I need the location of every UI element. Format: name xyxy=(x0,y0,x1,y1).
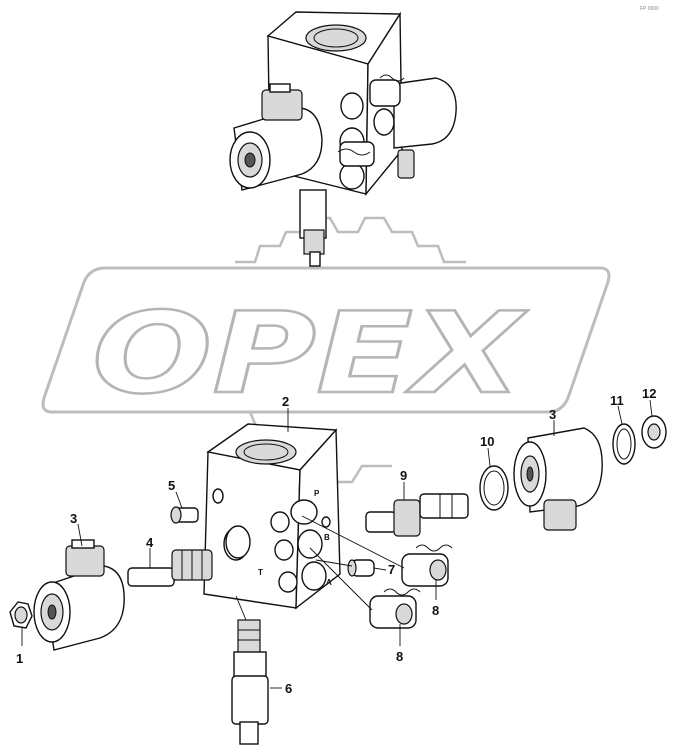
o-ring-10 xyxy=(479,465,509,511)
right-solenoid-coil xyxy=(513,427,603,531)
callout-10: 10 xyxy=(480,434,494,449)
callout-3-left: 3 xyxy=(70,511,77,526)
nut-part-12 xyxy=(641,415,667,449)
port-marker-p: P xyxy=(314,489,320,498)
left-solenoid-coil xyxy=(33,539,125,651)
bottom-cartridge xyxy=(231,619,269,745)
callout-5: 5 xyxy=(168,478,175,493)
callout-4: 4 xyxy=(146,535,154,550)
port-marker-a: A xyxy=(326,578,332,587)
callout-6: 6 xyxy=(285,681,292,696)
leader-lines xyxy=(21,399,653,689)
callout-numbers: 1 2 3 3 4 5 6 7 8 8 9 10 11 12 xyxy=(16,386,656,696)
watermark-frame xyxy=(41,266,611,414)
right-coil-connector xyxy=(543,499,577,531)
block-side-face xyxy=(295,428,341,610)
callout-7: 7 xyxy=(388,562,395,577)
cartridge-valve-upper xyxy=(401,544,453,587)
callout-8-lower: 8 xyxy=(396,649,403,664)
callout-1: 1 xyxy=(16,651,23,666)
plug-part xyxy=(170,506,199,524)
top-coil-connector xyxy=(261,89,303,121)
left-coil-connector xyxy=(65,545,105,577)
watermark-text: OPEX xyxy=(92,289,528,419)
callout-11: 11 xyxy=(610,393,624,408)
valve-body-block: P B A T xyxy=(203,423,341,610)
callout-8-upper: 8 xyxy=(432,603,439,618)
port-marker-b: B xyxy=(324,533,330,542)
watermark-gear-outline xyxy=(235,216,466,264)
corner-code: FP 0000 xyxy=(640,6,659,12)
right-solenoid-tube xyxy=(365,493,469,537)
cap-part xyxy=(347,559,375,577)
top-right-coil xyxy=(393,77,457,149)
nut-part xyxy=(9,601,33,629)
o-ring-11 xyxy=(612,423,636,465)
assembled-valve-block xyxy=(229,11,457,267)
callout-3-right: 3 xyxy=(549,407,556,422)
watermark: OPEX xyxy=(41,216,611,484)
callout-12: 12 xyxy=(642,386,656,401)
callout-9: 9 xyxy=(400,468,407,483)
cartridge-valve-lower xyxy=(369,588,421,629)
callout-2: 2 xyxy=(282,394,289,409)
solenoid-tube xyxy=(127,525,251,587)
port-marker-t: T xyxy=(258,568,263,577)
